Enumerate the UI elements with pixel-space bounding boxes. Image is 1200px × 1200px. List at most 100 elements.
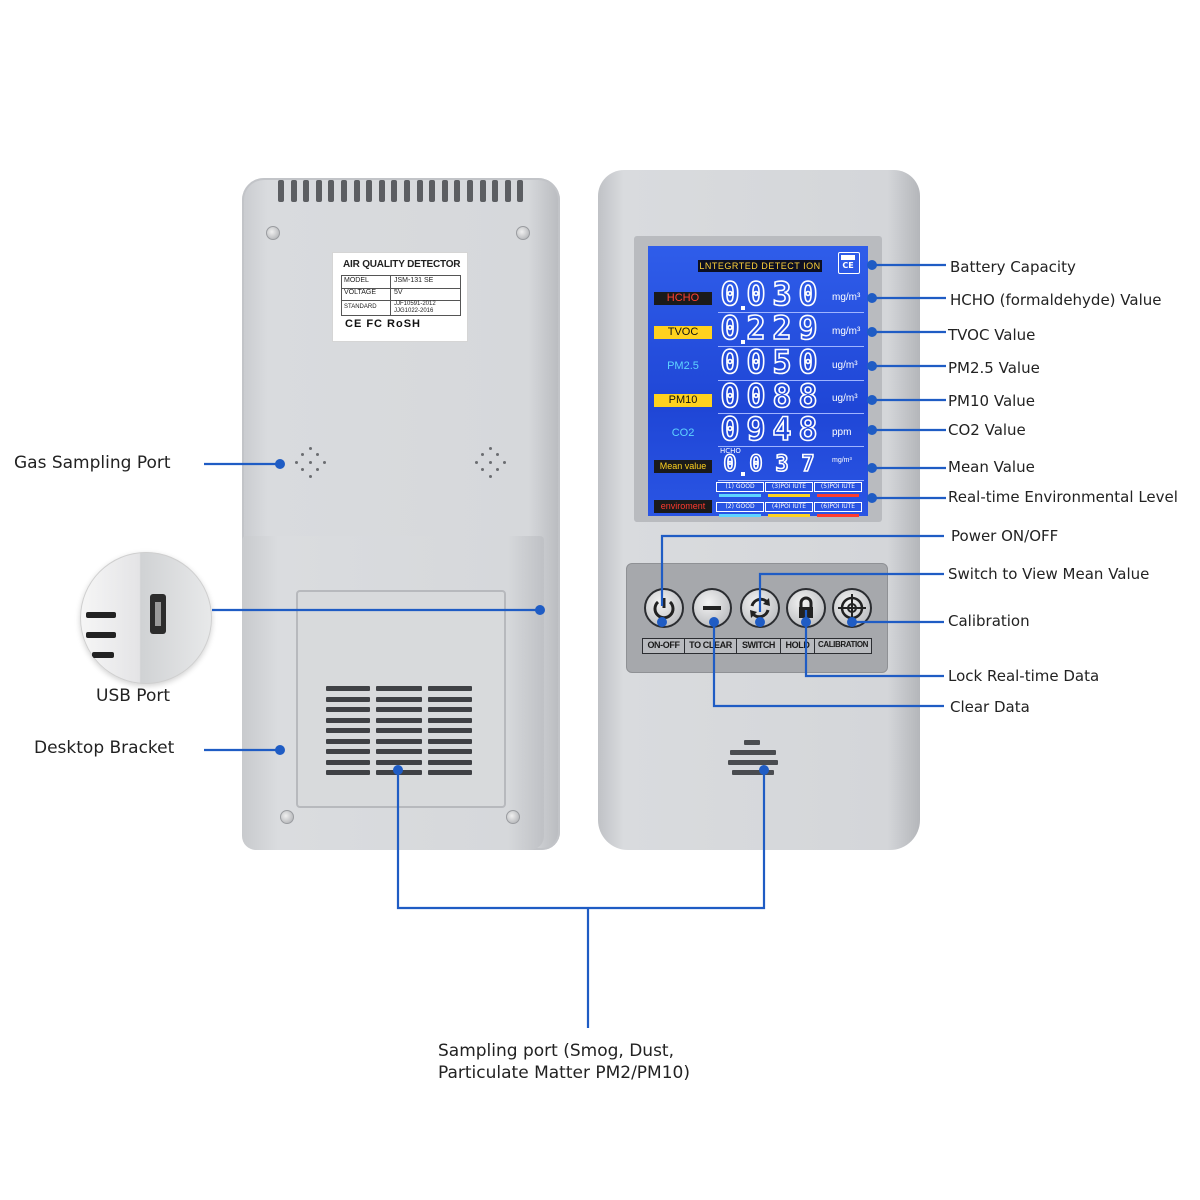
decimal-point: [741, 472, 745, 476]
hold-button[interactable]: [786, 588, 826, 628]
desktop-bracket-label: Desktop Bracket: [34, 738, 175, 758]
screw: [516, 226, 530, 240]
vent-slot: [278, 180, 284, 202]
certification-marks: CE FC RoSH: [345, 318, 421, 330]
power-callout-line: [660, 534, 944, 606]
speaker-slot: [728, 760, 778, 765]
vent-slot: [366, 180, 373, 202]
lcd-digit: 3: [772, 275, 793, 313]
usb-port-label: USB Port: [96, 686, 171, 706]
vent-slot: [328, 180, 335, 202]
rating-label: AIR QUALITY DETECTOR MODEL JSM-131 SE VO…: [332, 252, 468, 342]
grille-slot: [376, 696, 422, 702]
level-bar: [817, 494, 859, 497]
vent-slot: [441, 180, 448, 202]
decimal-point: [741, 306, 745, 310]
vent-slot: [404, 180, 410, 202]
grille-slot: [376, 759, 422, 765]
lcd-digit: 2: [772, 309, 793, 347]
usb-socket: [150, 594, 166, 634]
vent-hole: [294, 460, 298, 464]
level-cell: (2) GOOD: [716, 502, 764, 512]
pm25-value-label: PM2.5 Value: [948, 359, 1040, 377]
lcd-digit: 0: [720, 309, 741, 347]
grille-slot: [326, 686, 370, 691]
on-off-label: ON-OFF: [647, 640, 680, 650]
vent-hole: [300, 452, 304, 456]
grille-slot: [326, 759, 370, 765]
rating-row: VOLTAGE 5V: [341, 288, 461, 301]
screw: [266, 226, 280, 240]
sampling-port-label-line2: Particulate Matter PM2/PM10): [438, 1063, 690, 1083]
lcd-digit: 0: [720, 377, 741, 415]
screw: [280, 810, 294, 824]
lcd-digit: 3: [775, 452, 790, 477]
power-button[interactable]: [644, 588, 684, 628]
lcd-digit: 5: [772, 343, 793, 381]
gas-sampling-port-label: Gas Sampling Port: [14, 453, 171, 473]
clear-callout-line: [712, 622, 944, 708]
vent-hole: [308, 474, 312, 478]
mean-sub-label: HCHO: [720, 447, 741, 455]
to-clear-label: TO CLEAR: [689, 640, 732, 650]
tvoc-label: TVOC: [654, 326, 712, 339]
pm10-label: PM10: [654, 394, 712, 407]
lcd-digit: 8: [798, 410, 819, 448]
level-bar: [817, 514, 859, 517]
lcd-digit: 0: [798, 343, 819, 381]
lcd-digit: 2: [746, 309, 767, 347]
vent-slot: [467, 180, 473, 202]
vent-hole: [316, 452, 320, 456]
level-cell: (5)POI IUTE: [814, 482, 862, 492]
vent-hole: [488, 474, 492, 478]
rating-row-value: JJF10591-2012 JJG1022-2016: [394, 301, 436, 314]
vent-hole: [488, 460, 492, 464]
vent-slot: [391, 180, 398, 202]
grille-slot: [326, 728, 370, 733]
grille-slot: [428, 770, 472, 775]
sampling-port-label-line1: Sampling port (Smog, Dust,: [438, 1041, 674, 1061]
decimal-point: [741, 340, 745, 344]
battery-icon: CE: [838, 252, 860, 274]
pm10-unit: ug/m³: [832, 393, 858, 404]
vent-slot: [315, 180, 322, 202]
vent-slot: [416, 180, 423, 202]
vent-hole: [496, 452, 500, 456]
grille-slot: [428, 717, 472, 723]
grille-slot: [326, 770, 370, 775]
lock-data-label: Lock Real-time Data: [948, 667, 1100, 685]
speaker-slot: [732, 770, 774, 775]
switch-mean-label: Switch to View Mean Value: [948, 565, 1150, 583]
grille-slot: [376, 749, 422, 754]
pm10-value-label: PM10 Value: [948, 392, 1036, 410]
vent-slot: [290, 180, 297, 202]
co2-label: CO2: [671, 427, 695, 439]
clear-button[interactable]: [692, 588, 732, 628]
rating-row: MODEL JSM-131 SE: [341, 275, 461, 289]
grille-slot: [428, 686, 472, 691]
battery-text: CE: [842, 261, 854, 270]
co2-value-label: CO2 Value: [948, 421, 1026, 439]
grille-slot: [326, 738, 370, 744]
lcd-digit: 0: [723, 452, 738, 477]
vent-slot: [341, 180, 347, 202]
power-label: Power ON/OFF: [951, 527, 1059, 545]
hold-label: HOLD: [785, 640, 810, 650]
vent-hole: [474, 460, 478, 464]
vent-hole: [308, 446, 312, 450]
vent-hole: [300, 468, 304, 472]
rating-row-key: MODEL: [344, 277, 369, 284]
vent-slot: [454, 180, 461, 202]
vent-slot: [517, 180, 524, 202]
vent-hole: [316, 468, 320, 472]
speaker-slot: [730, 750, 776, 755]
grille-slot: [428, 696, 472, 702]
vent-slot: [378, 180, 385, 202]
hcho-label: HCHO: [654, 292, 712, 305]
grille-slot: [376, 717, 422, 723]
speaker-slot: [744, 740, 760, 745]
switch-callout-line: [758, 572, 944, 612]
grille-slot: [428, 707, 472, 712]
